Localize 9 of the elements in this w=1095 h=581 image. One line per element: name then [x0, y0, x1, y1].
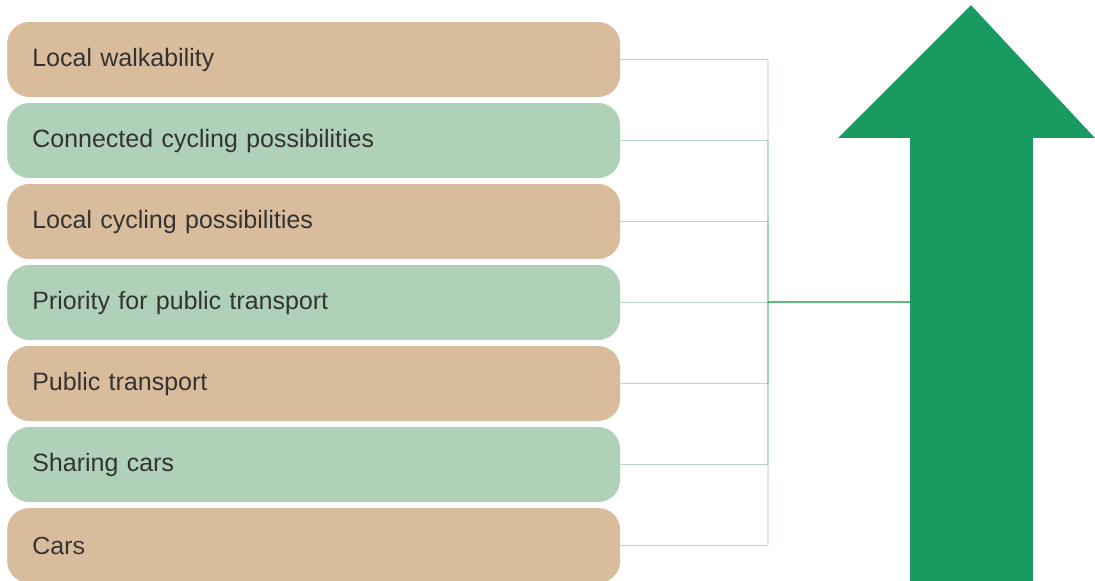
option-box: Connected cycling possibilities: [7, 103, 621, 178]
option-box: Sharing cars: [7, 427, 621, 502]
up-arrow: [838, 5, 1095, 581]
option-box: Priority for public transport: [7, 265, 621, 340]
option-box: Local walkability: [7, 22, 621, 97]
option-box: Local cycling possibilities: [7, 184, 621, 259]
option-box: Public transport: [7, 346, 621, 421]
option-box: Cars: [7, 508, 621, 581]
connector-line: [620, 301, 911, 546]
